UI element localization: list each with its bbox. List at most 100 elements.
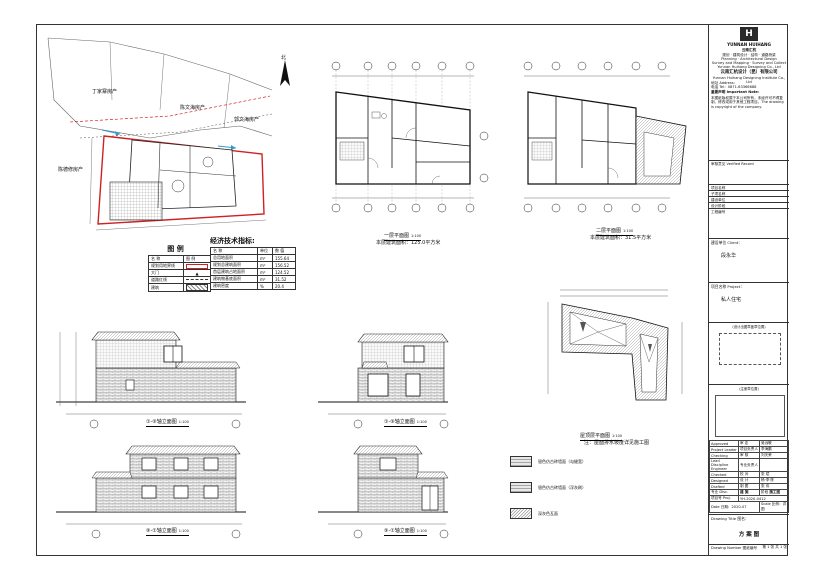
signoff-cell: 专业负责人 [738,458,760,472]
legend-table: 名 称 图 例 规划用地界线 大门 ▲ 道路红线 建筑 [148,255,211,292]
qual-line-4: Yunnan Huihang Designing Co., Ltd [717,65,781,69]
legend-row: 大门 ▲ [148,269,211,277]
legend-title: 图 例 [167,245,184,253]
econ-cell: 156.52 [272,261,296,269]
econ-cell: 20.4 [272,282,296,290]
econ-cell: 规划总建筑面积 [210,261,258,269]
project-row: 项目名称 Project： 私人住宅 [709,282,789,322]
econ-header: 数 值 [272,247,296,255]
client-value: 段永华 [721,253,737,259]
tb-row-label: 子项名称 [711,192,726,196]
econ-cell: m² [257,268,273,276]
address: 地址 Address： [711,81,738,85]
tb-row: 工程编号 [709,208,789,214]
drawing-number-row: Drawing Number 图纸编号 第 1 张 共 1 张 [709,544,789,556]
registration-area: (注册章位置) [709,384,789,440]
scale-label: Scale 比例：详 图 [759,501,789,513]
material-label: 银色仿古砖墙面（勾缝宽） [538,458,586,464]
notice-text: 本图纸版权属于本公司所有，未经许可不得复制、修改或用于其他工程项目。The dr… [711,96,784,109]
tb-row-label: 设计阶段 [711,204,726,208]
drawing-title-label: Drawing Title 图名： [711,516,749,521]
site-label-1: 丁家寨房产 [92,89,118,95]
verified-record-row: 审核意见 Verified Record [709,160,789,166]
signoff-cell: 项目负责人 [738,446,760,453]
tb-row: 建设单位 [709,196,789,202]
title-block: H YUNNAN HUIHANG 云南汇杭 规划 · 建筑设计 · 结构 · 道… [708,24,789,556]
elevation-1-title-text: ①-⑨轴立面图 [146,419,177,425]
material-item: 深灰色瓦面 [510,508,586,519]
company-en: YUNNAN HUIHANG [727,42,771,47]
signoff-cell: Lead Discipline Engineer [709,458,739,472]
econ-cell: 首层建筑占地面积 [210,268,258,276]
drawing-title-row: Drawing Title 图名： 方 案 图 [709,514,789,544]
legend-row: 规划用地界线 [148,262,211,270]
legend-symbol-gate: ▲ [183,269,211,277]
elevation-2 [318,333,449,429]
seal-label: (设计出图章盖章位置) [732,325,766,329]
seal-area: (设计出图章盖章位置) [709,322,789,384]
client-row: 建设单位 Client： 段永华 [709,238,789,282]
elevation-4-title-text: ⑨-①轴立面图 [384,528,415,534]
registration-box [715,395,785,437]
qual-line-2: Planning · Architectural Design [721,57,777,61]
econ-header: 单位 [257,247,273,255]
material-label: 深灰色瓦面 [538,510,558,516]
econ-cell: 建筑密度 [210,282,258,290]
client-label: 建设单位 Client： [711,240,743,245]
first-floor-note: 本层建筑面积：125.0平方米 [376,240,441,246]
elevation-3 [56,445,246,539]
legend: 图 例 名 称 图 例 规划用地界线 大门 ▲ 道路红线 建筑 [148,244,211,292]
registration-label: (注册章位置) [739,387,759,391]
legend-symbol-boundary [183,262,211,270]
sheet-label: 第 1 张 共 1 张 [762,545,787,549]
project-label: 项目名称 Project： [711,284,745,289]
legend-cell: 道路红线 [148,276,184,284]
telephone: 电话 Tel：0871-63366688 [711,85,757,89]
seal-box [719,333,781,365]
drawing-number-label: Drawing Number 图纸编号 [711,546,758,550]
elevation-3-title-text: ⑨-①轴立面图 [146,528,177,534]
tb-row-label: 工程编号 [711,210,726,214]
econ-cell: m² [257,275,273,283]
econ-cell: 建筑物基底面积 [210,275,258,283]
econ-cell: 31.52 [272,275,296,283]
material-item: 银色仿古砖墙面（浮灰刷） [510,482,586,493]
elevation-1 [56,331,246,429]
notice-title: 重要声明 Important Note： [711,90,762,94]
verified-record-label: 审核意见 Verified Record [711,162,754,166]
first-floor-plan [331,61,489,213]
econ-cell: m² [257,261,273,269]
elevation-3-scale: 1:100 [178,529,189,533]
elevation-4-scale: 1:100 [416,529,427,533]
legend-cell: 图 例 [183,255,211,263]
material-swatch-brick [510,456,532,467]
legend-row: 建筑 [148,283,211,292]
elevation-2-scale: 1:100 [416,420,427,424]
elevation-1-scale: 1:100 [178,420,189,424]
legend-cell: 建筑 [148,283,184,292]
tb-row-label: 项目名称 [711,186,726,190]
phase-value: 施工图 [769,490,781,494]
north-arrow: 北 [278,54,292,88]
signoff-cell [759,458,789,472]
econ-cell: 155.64 [272,254,296,262]
econ-cell: 124.52 [272,268,296,276]
econ-row: 建筑密度%20.4 [210,282,296,290]
second-floor-scale: 1:100 [623,229,634,233]
date-label: Date 日期：2020-07 [709,501,760,513]
second-floor-plan [523,61,687,213]
north-label: 北 [281,55,287,61]
legend-cell: 大门 [148,269,184,277]
econ-cell: % [257,282,273,290]
legend-symbol-building [183,283,211,292]
econ-header: 名 称 [210,247,258,255]
drawing-title-value: 方 案 图 [738,532,760,538]
